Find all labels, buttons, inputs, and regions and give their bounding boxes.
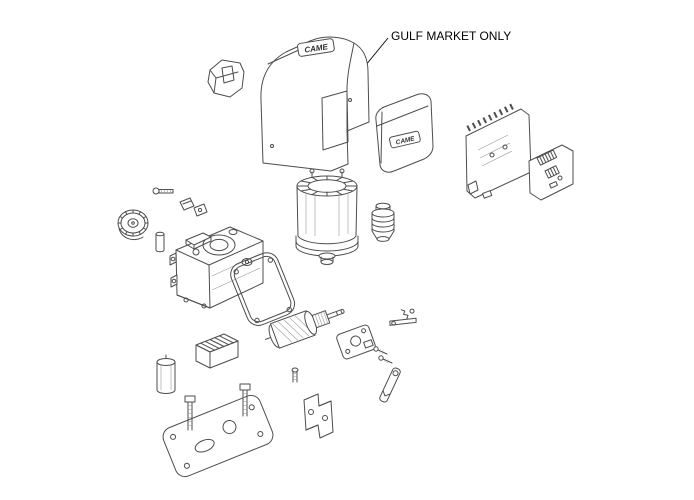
release-lever	[379, 367, 401, 403]
screws-pair	[373, 346, 393, 364]
came-logo-rear: CAME	[395, 135, 416, 146]
anchor-bolt-2	[239, 383, 251, 417]
terminal-block	[195, 333, 239, 369]
annotation-label: GULF MARKET ONLY	[391, 29, 511, 43]
gearbox-housing	[169, 226, 264, 309]
control-board	[528, 144, 574, 201]
finned-mounting-plate	[465, 103, 532, 199]
anchor-bolt-1	[184, 395, 196, 431]
drive-gear	[117, 209, 149, 241]
came-badge-rear: CAME	[389, 130, 421, 149]
threaded-adapter	[371, 202, 395, 242]
base-plate	[162, 383, 274, 478]
spacer-pin	[155, 231, 165, 253]
z-bracket	[303, 393, 334, 439]
motor	[295, 168, 359, 265]
main-cover: CAME	[260, 36, 370, 172]
gasket	[230, 252, 296, 326]
screw-tiny	[291, 367, 299, 383]
clip-parts	[179, 197, 208, 217]
callout: GULF MARKET ONLY	[351, 29, 511, 83]
came-logo-main: CAME	[304, 42, 329, 55]
motor-fan-fins	[296, 175, 358, 197]
armature-rotor	[265, 308, 345, 349]
clip-bracket	[207, 59, 245, 98]
brush-plate	[336, 324, 376, 360]
gear-teeth	[117, 209, 149, 237]
rear-cover: CAME	[375, 93, 434, 173]
screw-small	[152, 187, 174, 195]
capacitor	[156, 354, 176, 394]
pawl-spring	[389, 308, 417, 326]
came-badge-main: CAME	[297, 38, 335, 57]
